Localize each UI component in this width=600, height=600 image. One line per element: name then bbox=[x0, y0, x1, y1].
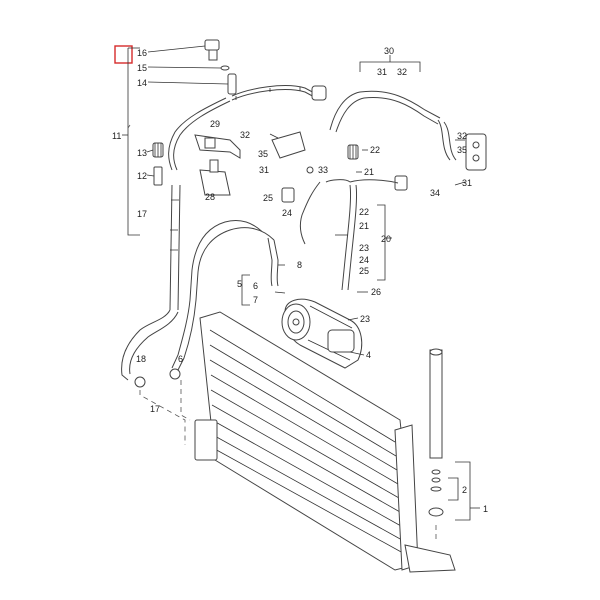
ac-compressor[interactable] bbox=[281, 298, 363, 369]
liquid-line-upper[interactable] bbox=[329, 90, 487, 171]
label-22-bracket[interactable]: 22 bbox=[359, 207, 369, 217]
label-2[interactable]: 2 bbox=[462, 485, 467, 495]
bracket-29[interactable] bbox=[194, 134, 241, 159]
valve-14[interactable] bbox=[227, 73, 237, 95]
label-13[interactable]: 13 bbox=[137, 148, 147, 158]
condenser[interactable] bbox=[194, 311, 456, 573]
o-ring-15[interactable] bbox=[220, 65, 230, 71]
label-14[interactable]: 14 bbox=[137, 78, 147, 88]
label-31-top[interactable]: 31 bbox=[377, 67, 387, 77]
liquid-line-lower[interactable] bbox=[299, 175, 408, 291]
selected-part-highlight[interactable] bbox=[114, 45, 133, 64]
label-23-bracket[interactable]: 23 bbox=[359, 243, 369, 253]
label-32-top[interactable]: 32 bbox=[397, 67, 407, 77]
label-17-lower[interactable]: 17 bbox=[150, 404, 160, 414]
label-23[interactable]: 23 bbox=[360, 314, 370, 324]
label-5[interactable]: 5 bbox=[237, 279, 242, 289]
label-16[interactable]: 16 bbox=[137, 48, 147, 58]
label-21-top[interactable]: 21 bbox=[364, 167, 374, 177]
label-25-bracket[interactable]: 25 bbox=[359, 266, 369, 276]
valve-12[interactable] bbox=[153, 166, 163, 186]
label-15[interactable]: 15 bbox=[137, 63, 147, 73]
fitting-33[interactable] bbox=[271, 131, 314, 174]
bushing-24[interactable] bbox=[281, 187, 295, 203]
label-24-left[interactable]: 24 bbox=[282, 208, 292, 218]
label-35[interactable]: 35 bbox=[258, 149, 268, 159]
label-32-right[interactable]: 32 bbox=[457, 131, 467, 141]
label-28[interactable]: 28 bbox=[205, 192, 215, 202]
label-6-bottom[interactable]: 6 bbox=[178, 354, 183, 364]
label-20[interactable]: 20 bbox=[381, 234, 391, 244]
cap-22[interactable] bbox=[347, 144, 359, 160]
label-25-left[interactable]: 25 bbox=[263, 193, 273, 203]
cap-13[interactable] bbox=[152, 142, 164, 158]
label-1[interactable]: 1 bbox=[483, 504, 488, 514]
label-24-bracket[interactable]: 24 bbox=[359, 255, 369, 265]
label-21-bracket[interactable]: 21 bbox=[359, 221, 369, 231]
label-31-right[interactable]: 31 bbox=[462, 178, 472, 188]
label-33[interactable]: 33 bbox=[318, 165, 328, 175]
receiver-drier[interactable] bbox=[428, 348, 444, 517]
label-18[interactable]: 18 bbox=[136, 354, 146, 364]
label-17-upper[interactable]: 17 bbox=[137, 209, 147, 219]
label-8[interactable]: 8 bbox=[297, 260, 302, 270]
suction-hose-upper[interactable] bbox=[168, 85, 327, 171]
label-22-top[interactable]: 22 bbox=[370, 145, 380, 155]
label-4[interactable]: 4 bbox=[366, 350, 371, 360]
label-34[interactable]: 34 bbox=[430, 188, 440, 198]
label-26[interactable]: 26 bbox=[371, 287, 381, 297]
bracket-28[interactable] bbox=[199, 159, 231, 196]
label-32-left[interactable]: 32 bbox=[240, 130, 250, 140]
label-31-left[interactable]: 31 bbox=[259, 165, 269, 175]
label-12[interactable]: 12 bbox=[137, 171, 147, 181]
pressure-switch-16[interactable] bbox=[204, 39, 220, 61]
suction-hose-vertical[interactable] bbox=[121, 184, 181, 388]
label-30[interactable]: 30 bbox=[384, 46, 394, 56]
label-6-mid[interactable]: 6 bbox=[253, 281, 258, 291]
label-11[interactable]: 11 bbox=[112, 131, 121, 141]
label-35-right[interactable]: 35 bbox=[457, 145, 467, 155]
label-29[interactable]: 29 bbox=[210, 119, 220, 129]
label-7[interactable]: 7 bbox=[253, 295, 258, 305]
